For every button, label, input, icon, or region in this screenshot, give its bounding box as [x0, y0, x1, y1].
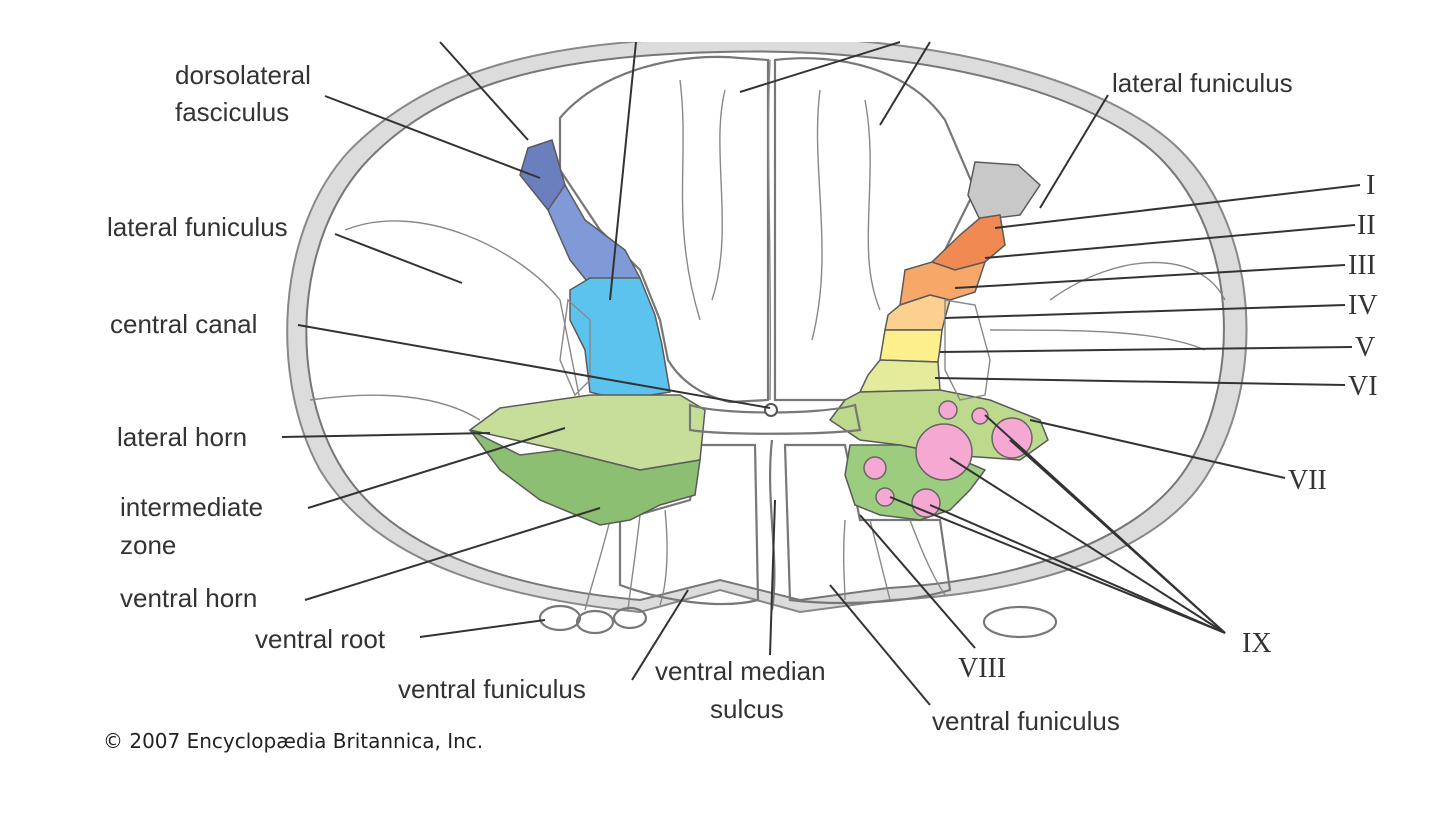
- label-ventral-funiculus-right: ventral funiculus: [932, 706, 1120, 736]
- leader-lines: [281, 41, 1361, 706]
- lamina-I-region: [967, 161, 1041, 221]
- label-dorsolateral-line1: dorsolateral: [175, 60, 311, 90]
- left-lamina-blue: [569, 277, 671, 401]
- left-ventral-horn: [469, 429, 701, 526]
- ventral-median-fissure: [768, 439, 776, 611]
- label-ventral-median-line1: ventral median: [655, 656, 826, 686]
- ventral-column-right: [783, 443, 952, 605]
- fibers-right-1: [811, 89, 823, 341]
- ventral-column-left: [618, 443, 760, 606]
- label-lamina-VI: VI: [1348, 371, 1378, 402]
- lateral-subdivision-left-2: [309, 394, 481, 421]
- lateral-subdivision-right: [1049, 261, 1226, 301]
- label-lamina-V: V: [1355, 332, 1375, 363]
- label-ventral-median-line2: sulcus: [710, 694, 784, 724]
- lateral-subdivision-left: [344, 220, 581, 401]
- label-lamina-I: I: [1366, 170, 1375, 201]
- motor-pool-5: [863, 456, 887, 480]
- label-ventral-horn: ventral horn: [120, 583, 257, 613]
- ventral-rootlet-right: [869, 519, 891, 601]
- label-lamina-VIII: VIII: [958, 653, 1006, 684]
- motor-pool-4: [915, 423, 973, 481]
- label-intermediate-line2: zone: [120, 530, 176, 560]
- motor-pool-2: [971, 407, 989, 425]
- left-lamina-upper: [547, 183, 642, 286]
- lamina-V-region: [879, 329, 943, 363]
- left-lateral-mesh: [559, 298, 591, 397]
- label-lateral-funiculus-right: lateral funiculus: [1112, 68, 1293, 98]
- motor-pool-7: [911, 488, 941, 518]
- label-lateral-funiculus-left: lateral funiculus: [107, 212, 288, 242]
- label-intermediate-line1: intermediate: [120, 492, 263, 522]
- copyright-notice: © 2007 Encyclopædia Britannica, Inc.: [103, 729, 483, 753]
- label-ventral-root: ventral root: [255, 624, 386, 654]
- label-lamina-IV: IV: [1348, 290, 1378, 321]
- gray-matter-right: [828, 161, 1049, 521]
- ventral-root-bundle-2: [575, 609, 615, 635]
- label-lateral-horn: lateral horn: [117, 422, 247, 452]
- label-lamina-IX: IX: [1242, 628, 1272, 659]
- fibers-right-2: [864, 99, 881, 311]
- dorsal-median-septum: [767, 59, 772, 401]
- ventral-rootlet-left-3: [659, 509, 668, 606]
- ventral-rootlet-right-2: [909, 519, 946, 596]
- label-lamina-II: II: [1357, 210, 1376, 241]
- fibers-left-1: [679, 79, 701, 321]
- right-lateral-mesh: [944, 299, 991, 401]
- label-lamina-VII: VII: [1288, 465, 1327, 496]
- gray-matter-left: [468, 139, 706, 526]
- ventral-root-bundle-1: [538, 604, 582, 632]
- ventral-root-bundle-3: [612, 606, 648, 630]
- motor-pool-6: [875, 487, 895, 507]
- ventral-rootlet-left: [584, 519, 611, 611]
- central-canal-dot: [764, 403, 778, 417]
- cord-body: [286, 42, 1248, 639]
- lateral-subdivision-right-2: [989, 329, 1206, 351]
- label-lamina-III: III: [1348, 250, 1376, 281]
- ventral-rootlet-right-3: [842, 519, 846, 601]
- fibers-left-2: [711, 89, 726, 301]
- ventral-rootlet-left-2: [627, 514, 641, 611]
- dorsal-column-left: [558, 55, 770, 404]
- motor-pool-1: [938, 400, 958, 420]
- label-ventral-funiculus-left: ventral funiculus: [398, 674, 586, 704]
- gray-commissure: [688, 403, 862, 435]
- outer-cord-outline: [305, 50, 1225, 602]
- lamina-IV-region: [884, 294, 951, 331]
- label-central-canal: central canal: [110, 309, 257, 339]
- label-dorsolateral-line2: fasciculus: [175, 97, 289, 127]
- ventral-root-bundle-right: [982, 605, 1058, 639]
